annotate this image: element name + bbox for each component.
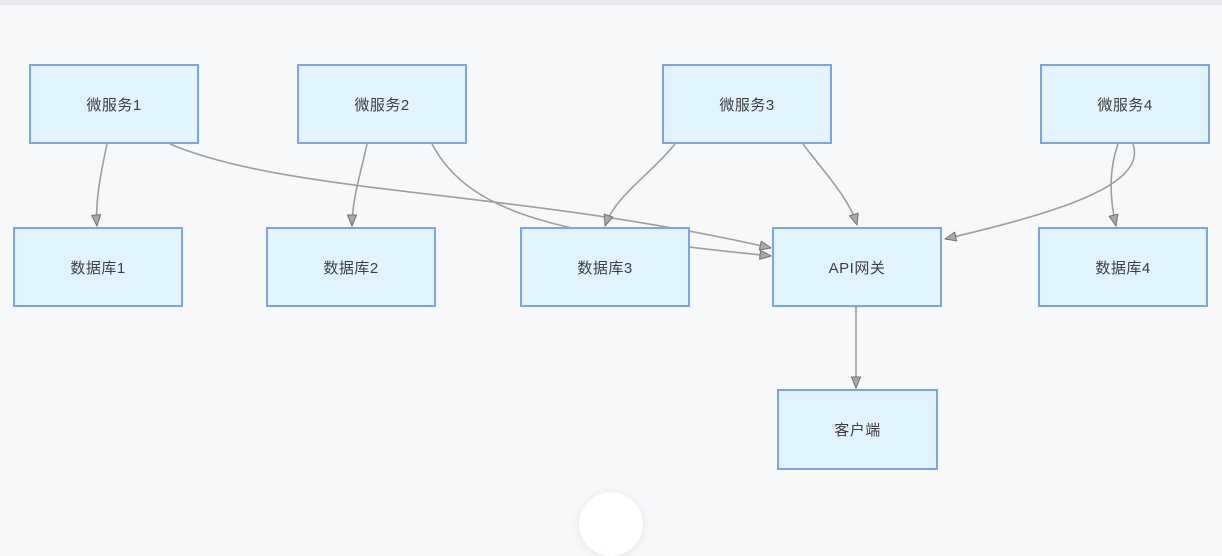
node-db3[interactable]: 数据库3 — [520, 227, 690, 307]
node-label: API网关 — [828, 259, 886, 277]
node-label: 数据库2 — [323, 259, 379, 277]
node-ms2[interactable]: 微服务2 — [297, 64, 467, 144]
node-label: 微服务2 — [354, 96, 410, 114]
node-label: 微服务3 — [719, 96, 775, 114]
edge-ms1-db1[interactable] — [91, 143, 108, 227]
node-db2[interactable]: 数据库2 — [266, 227, 436, 307]
node-label: 微服务4 — [1097, 96, 1153, 114]
node-client[interactable]: 客户端 — [777, 389, 938, 470]
node-ms4[interactable]: 微服务4 — [1040, 64, 1210, 144]
node-label: 客户端 — [834, 422, 881, 439]
node-label: 微服务1 — [86, 96, 142, 114]
edge-ms3-gw[interactable] — [802, 143, 859, 226]
edge-ms2-gw[interactable] — [431, 143, 772, 260]
edge-ms3-db3[interactable] — [603, 143, 676, 227]
floating-action-button[interactable] — [579, 492, 643, 556]
node-ms1[interactable]: 微服务1 — [29, 64, 199, 144]
edge-ms4-db4[interactable] — [1108, 143, 1119, 227]
node-gw[interactable]: API网关 — [772, 227, 942, 307]
edge-ms2-db2[interactable] — [347, 143, 368, 227]
node-label: 数据库1 — [70, 259, 126, 277]
edge-ms4-gw[interactable] — [944, 143, 1136, 242]
node-db1[interactable]: 数据库1 — [13, 227, 183, 307]
node-label: 数据库3 — [577, 259, 633, 277]
diagram-canvas[interactable]: 微服务1 微服务2 微服务3 微服务4 数据库1 数据库2 数据库3 API网关 数据库4 客户端 — [0, 0, 1222, 503]
node-db4[interactable]: 数据库4 — [1038, 227, 1208, 307]
node-label: 数据库4 — [1095, 259, 1151, 277]
node-ms3[interactable]: 微服务3 — [662, 64, 832, 144]
top-bar — [0, 0, 1222, 5]
